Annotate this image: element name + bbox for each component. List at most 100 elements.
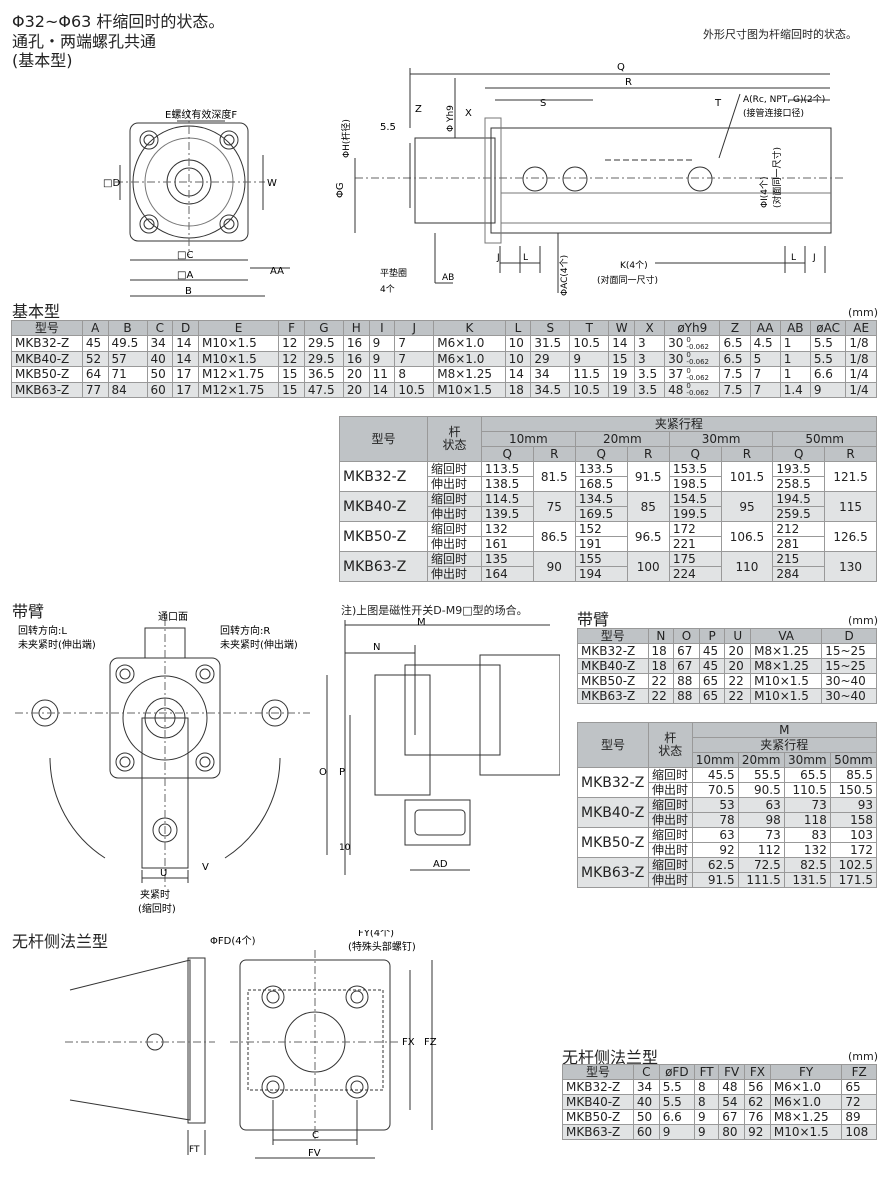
armm-stroke-header: 20mm [737,752,785,768]
basic-cell-value: 60 [150,382,166,397]
subtitle-common: 通孔・两端螺孔共通 [12,32,157,51]
stroke-state-cell: 缩回时 [427,461,482,477]
basic-table-cell: 7 [749,381,781,398]
basic-cell-value: 45 [85,336,102,351]
stroke-q-header: Q [574,446,628,462]
basic-section-title: 基本型 [12,302,61,321]
basic-table-cell: M6×1.0 [433,335,506,352]
stroke-r-cell: 91.5 [626,461,670,492]
basic-header-cell: AB [779,320,811,336]
basic-cell-value: 3 [638,336,646,351]
basic-cell-value: 14 [176,336,192,351]
stroke-q-cell: 194 [574,566,628,582]
arm-table-cell: M8×1.25 [750,643,823,659]
armm-stroke-header: 10mm [691,752,739,768]
armm-state-cell: 伸出时 [648,812,693,828]
basic-header-cell: L [504,320,532,336]
armm-value-cell: 70.5 [691,782,739,798]
arm-table-cell: 65 [698,673,726,689]
page-title: Φ32~Φ63 杆缩回时的状态。 [12,12,225,31]
basic-table-cell: 11 [368,366,396,383]
basic-cell-value: MKB40-Z [15,351,70,366]
basic-cell-value: 4.5 [753,336,773,351]
basic-table-cell: 10 [504,335,532,352]
stroke-q-cell: 215 [772,551,826,567]
basic-cell-value: M10×1.5 [201,336,257,351]
stroke-q-cell: 198.5 [668,476,722,492]
basic-cell-value: 1 [783,367,792,382]
basic-cell-value: 14 [508,367,524,382]
armm-value-cell: 85.5 [829,767,878,783]
basic-cell-value: M8×1.25 [437,367,493,382]
ten-label: 10 [339,843,351,853]
fx-label: FX [402,1037,415,1048]
tol-bottom: -0.062 [686,389,709,397]
armm-value-cell: 112 [737,842,785,858]
basic-header-cell: T [569,320,610,336]
basic-cell-value: M12×1.75 [201,367,265,382]
basic-table-cell: 49.5 [107,335,148,352]
basic-table-cell: 47.5 [303,381,344,398]
arm-table-title: 带臂 [577,610,610,629]
arm-table-cell: M10×1.5 [750,673,823,689]
stroke-q-cell: 199.5 [668,506,722,522]
basic-cell-value: 34.5 [534,382,562,397]
basic-cell-value: 9 [813,382,822,397]
stroke-q-cell: 168.5 [574,476,628,492]
stroke-r-cell: 101.5 [720,461,774,492]
basic-cell-value: M10×1.5 [201,351,257,366]
rot-r-label: 回转方向:R [220,624,270,637]
stroke-r-cell: 90 [532,551,576,582]
basic-cell-value: 10.5 [573,336,601,351]
flange-table-cell: 67 [718,1109,746,1125]
l-label: L [523,253,528,263]
arm-table-cell: 88 [673,673,700,689]
basic-cell-value: 10.5 [398,382,426,397]
basic-table-cell: 6.5 [719,350,751,367]
stroke-r-cell: 85 [626,491,670,522]
basic-cell-value: 8 [398,367,406,382]
arm-table-cell: 20 [724,643,752,659]
basic-cell-value: 7.5 [723,382,743,397]
basic-cell-value: 14 [372,382,388,397]
armm-model-cell: MKB63-Z [576,857,650,888]
basic-cell-value: 64 [85,367,102,382]
stroke-r-cell: 110 [720,551,774,582]
w-label: W [267,178,277,189]
basic-header-cell: C [146,320,174,336]
basic-table-cell: 50 [146,366,174,383]
arm-table-cell: 20 [724,658,752,674]
flange-table-cell: 60 [632,1124,660,1140]
basic-table-cell: 19 [608,381,635,398]
o-label: O [319,767,327,778]
stroke-q-cell: 258.5 [772,476,826,492]
armm-value-cell: 90.5 [737,782,785,798]
tolerance: 0-0.062 [686,367,709,382]
basic-cell-value: 3.5 [638,367,658,382]
basic-table-cell: 3.5 [633,381,666,398]
basic-cell-value: 16 [346,336,363,351]
basic-header-cell: E [197,320,280,336]
stroke-state-cell: 缩回时 [427,551,482,567]
flange-table-cell: 48 [718,1079,746,1095]
basic-cell-value: 29.5 [307,351,335,366]
flange-table-cell: 76 [744,1109,771,1125]
phi-i-sub-label: (对面同一尺寸) [771,147,783,208]
phi-i-label: ΦI(4个) [759,177,770,209]
stroke-model-cell: MKB32-Z [338,461,429,492]
flange-header-cell: FV [718,1064,746,1080]
basic-cell-value: 29.5 [307,336,335,351]
arm-header-cell: VA [750,628,823,644]
armm-state-cell: 缩回时 [648,767,693,783]
armm-state-cell: 伸出时 [648,842,693,858]
basic-header-cell: AE [845,320,877,336]
arm-table-cell: MKB32-Z [577,643,649,659]
basic-cell-value: 6.6 [813,367,833,382]
basic-table-cell: 9 [368,350,396,367]
armm-value-cell: 78 [691,812,739,828]
stroke-q-header: Q [668,446,722,462]
basic-cell-value: 7 [753,367,762,382]
